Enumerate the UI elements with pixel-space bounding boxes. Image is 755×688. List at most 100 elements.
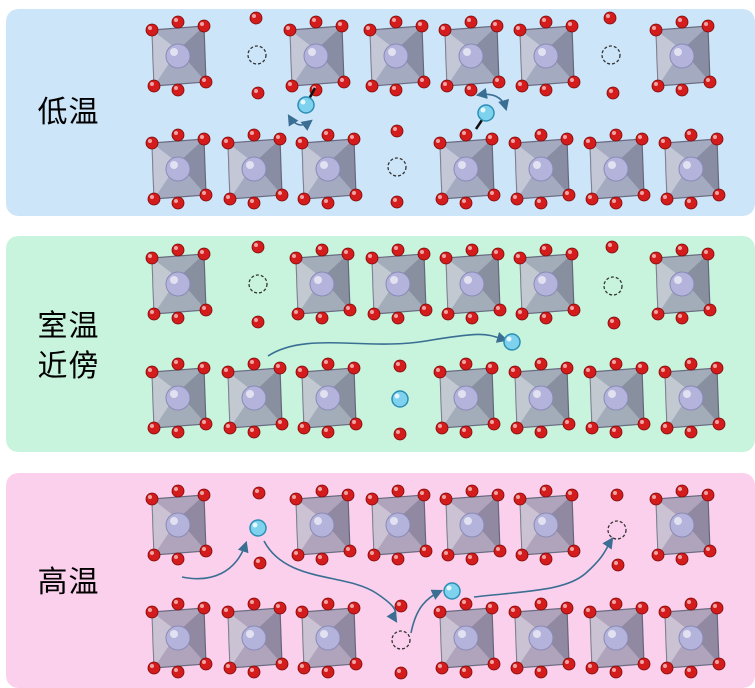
oxygen-atom [637,417,651,431]
oxygen-shine [467,18,471,22]
red-oxygen-atom-icon [315,243,329,257]
oxygen-shine [713,604,717,608]
oxygen-atom [199,303,213,317]
center-atom [678,625,704,651]
oxygen-atom [145,605,159,619]
octahedron-highlight-face [152,143,178,199]
oxygen-shine [704,22,708,26]
octahedron-shadow-face [466,608,494,664]
oxygen-shine [678,246,682,250]
red-oxygen-atom-icon [441,548,455,562]
metal-oxygen-octahedron-icon [664,367,720,429]
oxygen-atom [171,243,185,257]
center-atom [603,625,629,651]
octahedron-highlight-face [372,499,398,555]
octahedron-highlight-face [656,499,682,555]
red-oxygen-atom-icon [485,601,499,615]
oxygen-shine [537,131,541,135]
octahedron-highlight-face [656,258,682,314]
red-oxygen-atom-icon [415,19,429,33]
oxygen-shine [250,360,254,364]
oxygen-shine [292,254,296,258]
crystal-layers [145,11,726,210]
red-oxygen-atom-icon [513,251,527,265]
oxygen-shine [565,660,569,664]
oxygen-shine [226,195,230,199]
oxygen-atom [435,661,449,675]
oxygen-shine [254,318,258,322]
red-oxygen-atom-icon [539,311,553,325]
center-atom-shine [683,161,691,169]
octahedron-highlight-face [515,612,541,668]
oxygen-atom [585,661,599,675]
octahedron-shadow-face [316,26,344,82]
oxygen-atom [247,425,261,439]
oxygen-shine [150,424,154,428]
center-atom-shine [683,390,691,398]
red-oxygen-atom-icon [465,243,479,257]
oxygen-atom [223,661,237,675]
oxygen-atom [247,597,261,611]
oxygen-atom [464,83,478,97]
oxygen-atom [539,311,553,325]
oxygen-shine [324,360,328,364]
oxygen-shine [276,604,280,608]
oxygen-atom [171,425,185,439]
octahedron-shadow-face [541,139,569,195]
metal-oxygen-octahedron-icon [655,253,711,315]
oxygen-shine [468,555,472,559]
red-oxygen-atom-icon [684,597,698,611]
oxygen-shine [224,608,228,612]
octahedron-highlight-face [228,612,254,668]
oxygen-shine [462,600,466,604]
oxygen-atom [513,23,527,37]
metal-oxygen-octahedron-icon [151,138,207,200]
red-oxygen-atom-icon [493,544,507,558]
red-oxygen-atom-icon [439,251,453,265]
oxygen-atom [684,196,698,210]
octahedron-shadow-face [254,368,282,424]
oxygen-shine [438,195,442,199]
oxygen-shine [513,195,517,199]
oxygen-shine [324,199,328,203]
oxygen-shine [467,86,471,90]
oxygen-atom [247,357,261,371]
octahedron-shadow-face [178,254,206,310]
red-oxygen-atom-icon [367,307,381,321]
oxygen-atom [365,492,379,506]
red-oxygen-atom-icon [389,15,403,29]
red-oxygen-atom-icon [491,247,505,261]
red-oxygen-atom-icon [701,488,715,502]
oxygen-shine [640,660,644,664]
oxygen-shine [150,82,154,86]
mobile-ion [297,96,315,114]
red-oxygen-atom-icon [710,601,724,615]
oxygen-atom [197,361,211,375]
center-atom-shine [464,517,472,525]
red-oxygen-atom-icon [145,365,159,379]
red-oxygen-atom-icon [341,488,355,502]
red-oxygen-atom-icon [605,240,619,254]
oxygen-atom [343,544,357,558]
curved-hop-arrow-icon [181,540,249,580]
oxygen-shine [256,559,260,563]
oxygen-shine [276,364,280,368]
oxygen-atom [275,657,289,671]
oxygen-atom [712,188,726,202]
oxygen-atom [534,597,548,611]
oxygen-atom [391,484,405,498]
oxygen-atom [347,361,361,375]
oxygen-atom [513,492,527,506]
oxygen-shine [226,424,230,428]
center-atom [385,271,411,297]
oxygen-atom [337,75,351,89]
center-atom-shine [533,390,541,398]
center-atom-shine [533,161,541,169]
metal-oxygen-octahedron-icon [151,367,207,429]
mobile-ion-shine [506,336,512,342]
oxygen-shine [150,195,154,199]
center-atom-shine [538,517,546,525]
red-oxygen-atom-icon [321,597,335,611]
red-oxygen-atom-icon [487,188,501,202]
mobile-ion [443,582,461,600]
